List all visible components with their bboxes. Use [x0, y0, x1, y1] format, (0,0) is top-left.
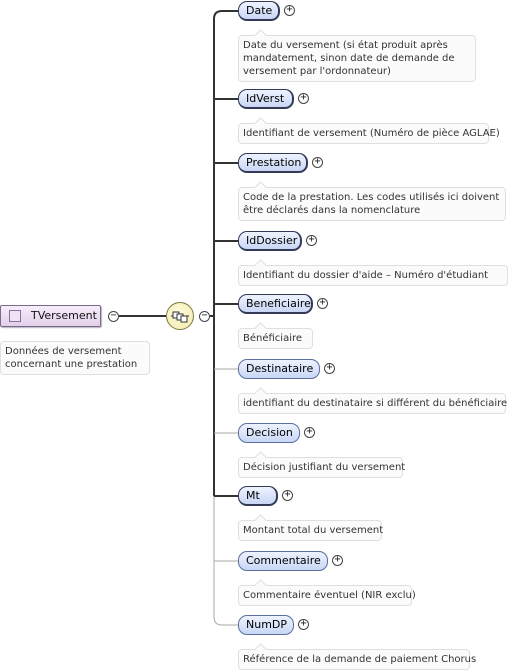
annotation-line: Commentaire éventuel (NIR exclu) [243, 590, 416, 601]
annotation-iddossier: Identifiant du dossier d'aide – Numéro d… [238, 265, 508, 286]
element-prestation[interactable]: Prestation [238, 153, 308, 173]
root-element-tversement[interactable]: TVersement [0, 305, 101, 327]
expand-icon[interactable]: + [282, 490, 293, 501]
expand-icon[interactable]: + [306, 235, 317, 246]
annotation-line: Date du versement (si état produit après [243, 40, 448, 51]
annotation-date: Date du versement (si état produit après… [238, 35, 476, 82]
annotation-idverst: Identifiant de versement (Numéro de pièc… [238, 123, 500, 144]
complex-type-icon [9, 310, 21, 322]
element-label: IdDossier [246, 234, 298, 247]
sequence-icon [171, 311, 189, 323]
expand-icon[interactable]: + [324, 363, 335, 374]
sequence-collapse-icon[interactable]: − [199, 311, 210, 322]
sequence-compositor[interactable] [166, 302, 194, 330]
expand-icon[interactable]: + [312, 157, 323, 168]
root-collapse-icon[interactable]: − [108, 311, 119, 322]
expand-icon[interactable]: + [284, 5, 295, 16]
annotation-line: être déclarés dans la nomenclature [243, 205, 421, 216]
expand-icon[interactable]: + [332, 555, 343, 566]
element-label: IdVerst [246, 92, 285, 105]
annotation-line: Données de versement [5, 346, 122, 357]
annotation-line: Identifiant de versement (Numéro de pièc… [243, 128, 500, 139]
annotation-line: Bénéficiaire [243, 333, 303, 344]
element-idverst[interactable]: IdVerst [238, 89, 294, 109]
annotation-prestation: Code de la prestation. Les codes utilisé… [238, 187, 506, 221]
element-label: Commentaire [246, 554, 321, 567]
element-date[interactable]: Date [238, 1, 280, 21]
annotation-line: Référence de la demande de paiement Chor… [243, 654, 477, 665]
annotation-line: Code de la prestation. Les codes utilisé… [243, 192, 500, 203]
annotation-numdp: Référence de la demande de paiement Chor… [238, 649, 477, 670]
expand-icon[interactable]: + [298, 93, 309, 104]
annotation-beneficiaire: Bénéficiaire [238, 328, 313, 349]
annotation-line: mandatement, sinon date de demande de [243, 53, 455, 64]
element-label: Prestation [246, 156, 302, 169]
element-label: Destinataire [246, 362, 314, 375]
element-mt[interactable]: Mt [238, 486, 278, 506]
element-label: NumDP [246, 618, 288, 631]
element-label: Decision [246, 426, 293, 439]
annotation-line: identifiant du destinataire si différent… [243, 398, 508, 409]
expand-icon[interactable]: + [317, 298, 328, 309]
annotation-line: concernant une prestation [5, 359, 138, 370]
root-element-label: TVersement [31, 309, 97, 322]
element-label: Beneficiaire [246, 297, 311, 310]
annotation-mt: Montant total du versement [238, 520, 384, 541]
element-numdp[interactable]: NumDP [238, 615, 294, 635]
annotation-line: Montant total du versement [243, 525, 384, 536]
element-commentaire[interactable]: Commentaire [238, 551, 328, 571]
annotation-destinataire: identifiant du destinataire si différent… [238, 393, 508, 414]
element-destinataire[interactable]: Destinataire [238, 359, 320, 379]
element-beneficiaire[interactable]: Beneficiaire [238, 294, 313, 314]
element-label: Date [246, 4, 273, 17]
expand-icon[interactable]: + [304, 427, 315, 438]
element-label: Mt [246, 489, 260, 502]
expand-icon[interactable]: + [298, 619, 309, 630]
annotation-commentaire: Commentaire éventuel (NIR exclu) [238, 585, 416, 606]
annotation-line: versement par l'ordonnateur) [243, 66, 391, 77]
root-annotation: Données de versement concernant une pres… [0, 341, 150, 375]
element-iddossier[interactable]: IdDossier [238, 231, 302, 251]
annotation-line: Identifiant du dossier d'aide – Numéro d… [243, 270, 489, 281]
annotation-line: Décision justifiant du versement [243, 462, 406, 473]
element-decision[interactable]: Decision [238, 423, 300, 443]
annotation-decision: Décision justifiant du versement [238, 457, 406, 478]
